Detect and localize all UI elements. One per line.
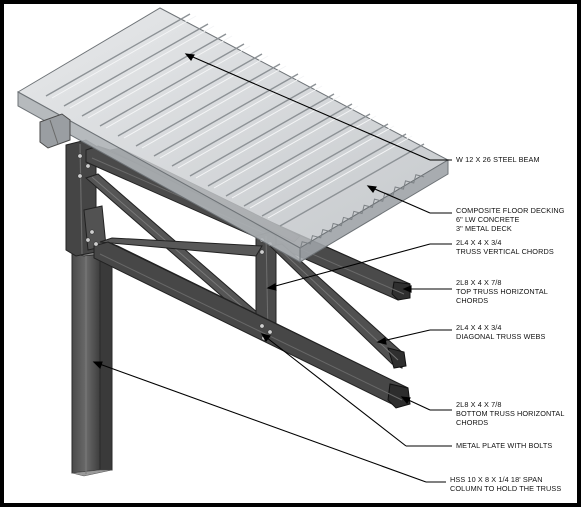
leader-steel-beam	[185, 53, 431, 161]
label-metal-plate: METAL PLATE WITH BOLTS	[456, 441, 553, 450]
label-top-chords: 2L8 X 4 X 7/8 TOP TRUSS HORIZONTAL CHORD…	[456, 278, 548, 305]
label-diagonal-webs: 2L4 X 4 X 3/4 DIAGONAL TRUSS WEBS	[456, 323, 546, 341]
label-steel-beam: W 12 X 26 STEEL BEAM	[456, 155, 540, 164]
diagonal-web-3	[99, 237, 263, 257]
label-bottom-chords: 2L8 X 4 X 7/8 BOTTOM TRUSS HORIZONTAL CH…	[456, 400, 565, 427]
leader-vertical-chords	[267, 243, 431, 289]
composite-floor-deck	[16, 7, 450, 263]
leader-diagonal-webs	[377, 329, 431, 343]
label-vertical-chords: 2L4 X 4 X 3/4 TRUSS VERTICAL CHORDS	[456, 238, 554, 256]
leader-floor-decking	[367, 185, 431, 214]
w12-steel-beam	[39, 113, 71, 149]
hss-column	[71, 249, 113, 477]
label-floor-decking: COMPOSITE FLOOR DECKING 6" LW CONCRETE 3…	[456, 206, 565, 233]
leader-lines	[92, 53, 452, 483]
leader-column	[93, 361, 427, 483]
bottom-horizontal-chord	[93, 241, 411, 409]
leader-metal-plate	[261, 333, 407, 447]
label-column: HSS 10 X 8 X 1/4 18' SPAN COLUMN TO HOLD…	[450, 475, 562, 493]
